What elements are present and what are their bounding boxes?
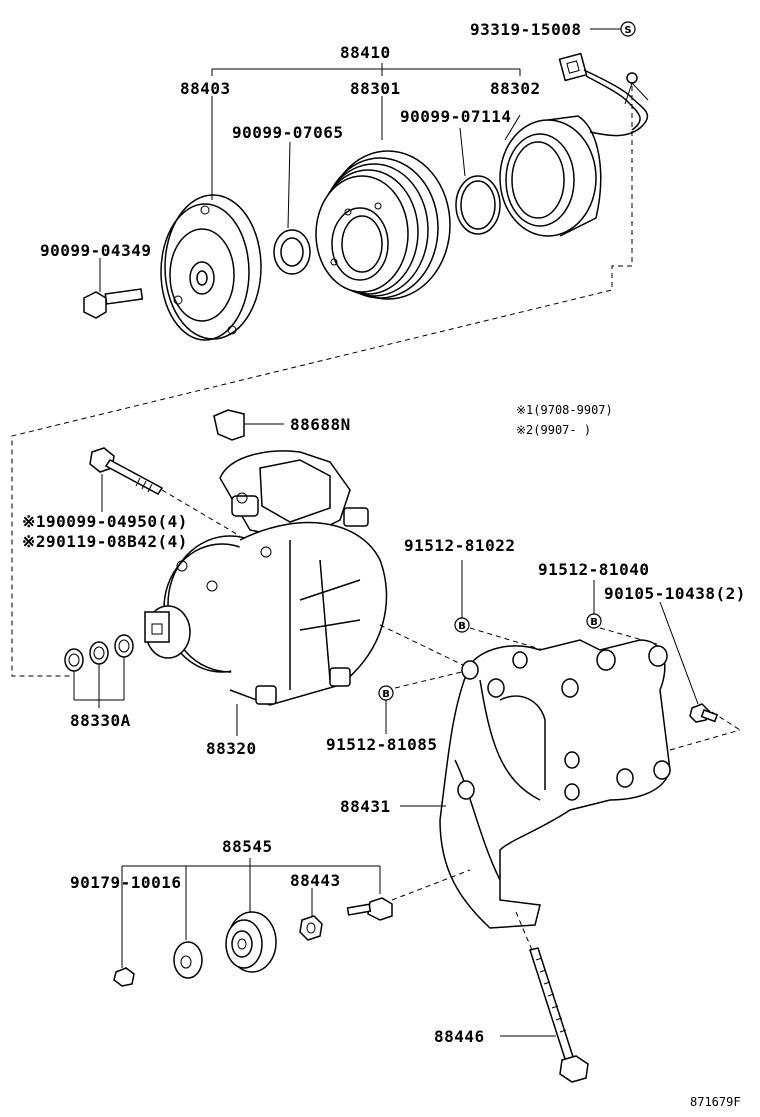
- label-90099-07114: 90099-07114: [400, 107, 511, 126]
- idler-bolt: [346, 869, 471, 921]
- collar-88443: [299, 915, 323, 941]
- note-1: ※1(9708-9907): [516, 403, 613, 417]
- diagram-id: 871679F: [690, 1095, 741, 1109]
- cover-plate: [173, 941, 203, 979]
- pulley-88301: [315, 96, 451, 300]
- label-88446: 88446: [434, 1027, 485, 1046]
- pressure-plate-88403: [160, 96, 262, 341]
- label-88545: 88545: [222, 837, 273, 856]
- svg-text:S: S: [624, 25, 631, 36]
- group-bracket-88545: [121, 858, 381, 968]
- label-90179-10016: 90179-10016: [70, 873, 181, 892]
- bolt-90099-04349: [83, 258, 144, 319]
- label-88688N: 88688N: [290, 415, 351, 434]
- idler-pulley: [225, 911, 277, 973]
- note-2: ※2(9907- ): [516, 423, 591, 437]
- label-88410: 88410: [340, 43, 391, 62]
- label-bolt-1: ※190099-04950(4): [22, 512, 188, 531]
- special-mark-b-3: B: [378, 685, 394, 734]
- clip-88688N: [213, 409, 284, 441]
- svg-text:B: B: [458, 621, 466, 632]
- label-bolt-2: ※290119-08B42(4): [22, 532, 188, 551]
- nut-90179-10016: [113, 967, 135, 987]
- label-91512-81022: 91512-81022: [404, 536, 515, 555]
- label-91512-81085: 91512-81085: [326, 735, 437, 754]
- bolt-88446: [500, 911, 589, 1083]
- bolt-90105-10438: [659, 601, 719, 723]
- snap-ring-90099-07114: [455, 127, 501, 235]
- compressor-88320: [144, 450, 388, 736]
- label-88431: 88431: [340, 797, 391, 816]
- label-88330A: 88330A: [70, 711, 131, 730]
- svg-text:B: B: [382, 689, 390, 700]
- label-88443: 88443: [290, 871, 341, 890]
- label-90099-04349: 90099-04349: [40, 241, 151, 260]
- special-mark-b-2: B: [586, 580, 602, 629]
- label-88403: 88403: [180, 79, 231, 98]
- through-bolt: [89, 447, 241, 537]
- label-90099-07065: 90099-07065: [232, 123, 343, 142]
- special-mark-b-1: B: [454, 560, 470, 633]
- bracket-88431: [400, 639, 671, 929]
- stator-coil-88302: [499, 114, 602, 237]
- label-88320: 88320: [206, 739, 257, 758]
- special-mark-s: S: [620, 21, 636, 37]
- svg-text:B: B: [590, 617, 598, 628]
- label-90105-10438: 90105-10438(2): [604, 584, 746, 603]
- label-88301: 88301: [350, 79, 401, 98]
- label-93319-15008: 93319-15008: [470, 20, 581, 39]
- label-88302: 88302: [490, 79, 541, 98]
- group-bracket-88410: [211, 63, 521, 76]
- label-91512-81040: 91512-81040: [538, 560, 649, 579]
- wire-harness-part: [558, 52, 649, 137]
- shims-88330A: [64, 634, 134, 708]
- shim-90099-07065: [273, 141, 311, 275]
